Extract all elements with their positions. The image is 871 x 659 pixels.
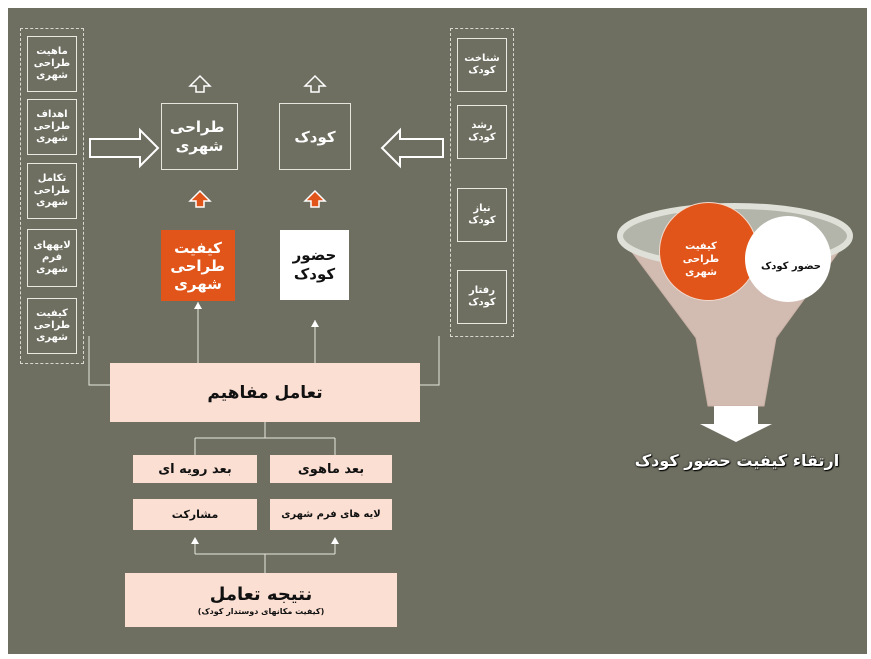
right-column-item: شناخت کودک <box>457 38 507 92</box>
right-column-frame <box>450 28 514 337</box>
design-quality-circle-label: کیفیت طراحی شهری <box>682 241 720 278</box>
interaction-box: تعامل مفاهیم <box>110 363 420 422</box>
up-arrow-icon <box>303 189 327 208</box>
connector-line <box>420 336 440 386</box>
left-column-item: لایههای فرم شهری <box>27 229 77 287</box>
up-arrow-icon <box>303 74 327 93</box>
result-title: نتیجه تعامل <box>209 583 313 605</box>
result-subtitle: (کیفیت مکانهای دوستدار کودک) <box>197 606 325 616</box>
right-arrow-icon <box>89 127 160 169</box>
left-column-item: اهداف طراحی شهری <box>27 99 77 155</box>
connector-line <box>88 336 110 386</box>
up-arrow-icon <box>188 189 212 208</box>
result-box: نتیجه تعامل (کیفیت مکانهای دوستدار کودک) <box>125 573 397 627</box>
diagram-canvas: ماهیت طراحی شهری اهداف طراحی شهری تکامل … <box>8 8 867 654</box>
child-presence-box: حضور کودک <box>280 230 349 300</box>
left-column-frame <box>20 28 84 364</box>
substantive-dimension-box: بعد ماهوی <box>270 455 392 483</box>
right-column-item: رشد کودک <box>457 105 507 159</box>
procedural-dimension-box: بعد رویه ای <box>133 455 257 483</box>
left-column-item: کیفیت طراحی شهری <box>27 298 77 354</box>
design-quality-box: کیفیت طراحی شهری <box>161 230 235 301</box>
left-column-item: تکامل طراحی شهری <box>27 163 77 219</box>
child-presence-circle <box>745 216 831 302</box>
diagram-connectors <box>88 74 853 573</box>
right-column-item: رفتار کودک <box>457 270 507 324</box>
urban-design-box: طراحی شهری <box>161 103 238 170</box>
form-layers-box: لایه های فرم شهری <box>270 499 392 530</box>
left-column-item: ماهیت طراحی شهری <box>27 36 77 92</box>
right-column-item: نیاز کودک <box>457 188 507 242</box>
child-box: کودک <box>279 103 351 170</box>
funnel-caption: ارتقاء کیفیت حضور کودک <box>634 451 840 470</box>
connector-line <box>194 422 336 455</box>
left-arrow-icon <box>380 127 444 169</box>
participation-box: مشارکت <box>133 499 257 530</box>
child-presence-circle-label: حضور کودک <box>760 261 822 272</box>
down-arrow-icon <box>700 406 772 442</box>
up-arrow-icon <box>188 74 212 93</box>
